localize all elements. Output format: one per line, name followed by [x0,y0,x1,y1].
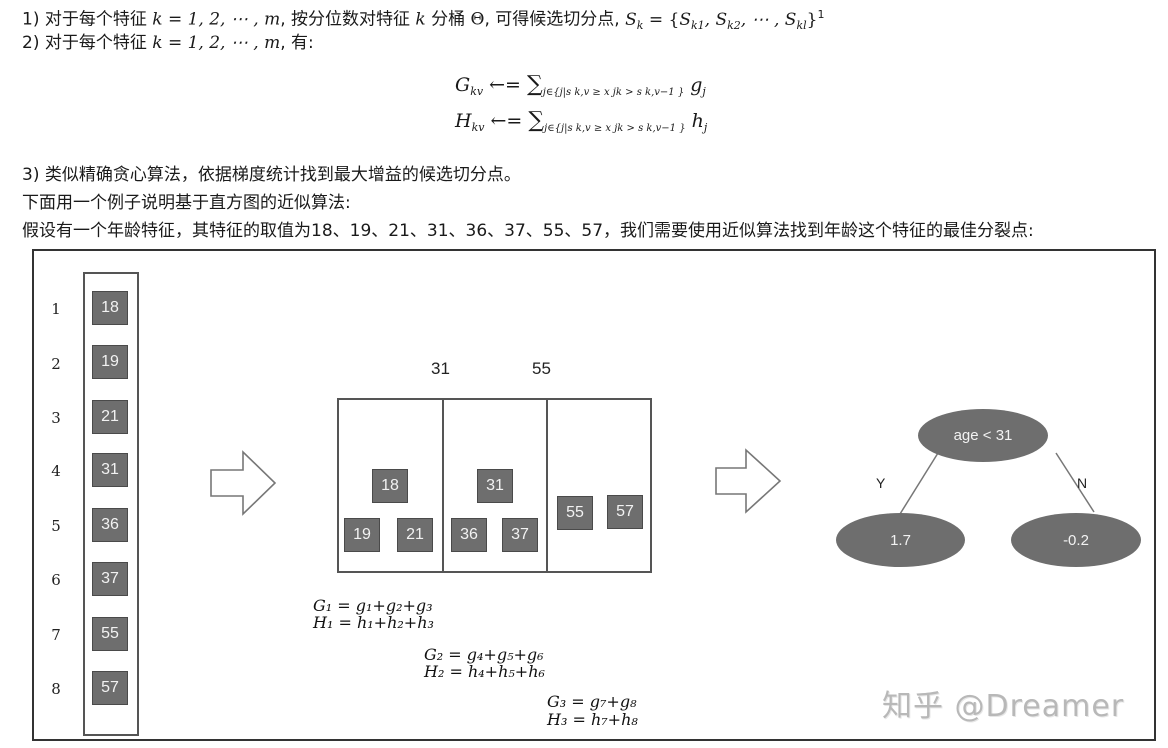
bin1-gradient-sum: G₁ = g₁+g₂+g₃ [313,596,433,615]
line1-mid2: 分桶 [425,9,471,30]
right-arrow-icon [715,448,782,514]
value-cell: 31 [92,453,128,487]
row-index: 5 [51,517,61,535]
bin-value-cell: 57 [607,495,643,529]
formula-h: Hkv ←= ∑j∈{j|s k,v ≥ x jk > s k,v−1 } hj [455,108,707,134]
tree-root-node: age < 31 [918,409,1048,462]
tree-edge-no-label: N [1077,475,1088,491]
h-rhs: h [685,110,704,132]
tree-leaf-left: 1.7 [836,513,965,567]
text-line-2: 2) 对于每个特征 k = 1, 2, ⋯ , m, 有: [22,32,314,54]
tree-edges [899,452,1095,515]
tree-edge-yes-label: Y [876,475,886,491]
bin-value-cell: 19 [344,518,380,552]
bin-value-cell: 37 [502,518,538,552]
line1-math-k: k [415,9,426,30]
g-rhs-sub: j [702,85,706,98]
sum-subscript: j∈{j|s k,v ≥ x jk > s k,v−1 } [542,87,685,98]
bin3-hessian-sum: H₃ = h₇+h₈ [547,710,638,729]
line1-mid: , 按分位数对特征 [280,9,416,30]
watermark-text: 知乎 @Dreamer [882,689,1125,724]
histogram-example-figure: 1 2 3 4 5 6 7 8 18 19 21 31 36 37 55 57 … [32,249,1156,741]
row-index: 2 [51,355,61,373]
bin-value-cell: 31 [477,469,513,503]
sum-subscript: j∈{j|s k,v ≥ x jk > s k,v−1 } [544,123,686,134]
bin-value-cell: 18 [372,469,408,503]
bin-divider [442,400,444,571]
text-line-4: 下面用一个例子说明基于直方图的近似算法: [22,193,351,213]
bin1-hessian-sum: H₁ = h₁+h₂+h₃ [313,613,434,632]
line1-mid3: , 可得候选切分点, [484,9,626,30]
text-line-5: 假设有一个年龄特征，其特征的取值为18、19、21、31、36、37、55、57… [22,221,1034,241]
value-cell: 55 [92,617,128,651]
sigma-symbol: ∑ [528,108,545,133]
row-index: 8 [51,680,61,698]
row-index: 7 [51,626,61,644]
footnote-marker[interactable]: 1 [817,8,825,21]
g-rhs: g [684,74,703,96]
row-index: 4 [51,462,61,480]
bin2-hessian-sum: H₂ = h₄+h₅+h₆ [424,662,545,681]
line2-prefix: 2) 对于每个特征 [22,33,153,53]
histogram-bins: 18 19 21 31 36 37 55 57 [337,398,652,573]
g-lhs: G [455,74,471,96]
line2-math-k-range: k = 1, 2, ⋯ , m [152,33,281,53]
text-line-3: 3) 类似精确贪心算法，依据梯度统计找到最大增益的候选切分点。 [22,165,521,185]
row-index: 6 [51,571,61,589]
h-rhs-sub: j [703,121,708,134]
feature-value-column [83,272,139,736]
line1-prefix: 1) 对于每个特征 [22,9,153,30]
formula-g: Gkv ←= ∑j∈{j|s k,v ≥ x jk > s k,v−1 } gj [455,72,706,98]
line1-candidate-set: Sk = {Sk1, Sk2, ⋯ , Skl} [625,9,818,32]
bin-divider [546,400,548,571]
value-cell: 37 [92,562,128,596]
g-lhs-sub: kv [470,85,484,98]
line1-math-k-range: k = 1, 2, ⋯ , m [152,9,281,30]
value-cell: 19 [92,345,128,379]
line2-suffix: , 有: [280,33,314,53]
value-cell: 57 [92,671,128,705]
value-cell: 21 [92,400,128,434]
value-cell: 36 [92,508,128,542]
assign-arrow: ←= [484,110,529,132]
text-line-1: 1) 对于每个特征 k = 1, 2, ⋯ , m, 按分位数对特征 k 分桶 … [22,4,824,37]
bin-value-cell: 36 [451,518,487,552]
bin3-gradient-sum: G₃ = g₇+g₈ [547,692,637,711]
value-cell: 18 [92,291,128,325]
split-point-label: 31 [431,359,450,378]
row-index: 3 [51,409,61,427]
h-lhs-sub: kv [471,121,485,134]
assign-arrow: ←= [483,74,527,96]
tree-leaf-right: -0.2 [1011,513,1141,567]
right-arrow-icon [210,450,277,516]
bin-value-cell: 21 [397,518,433,552]
sigma-symbol: ∑ [527,72,543,97]
bin-value-cell: 55 [557,496,593,530]
bin2-gradient-sum: G₂ = g₄+g₅+g₆ [424,645,544,664]
row-index: 1 [51,300,61,318]
line1-math-theta: Θ [470,9,485,30]
split-point-label: 55 [532,359,551,378]
h-lhs: H [455,110,472,132]
